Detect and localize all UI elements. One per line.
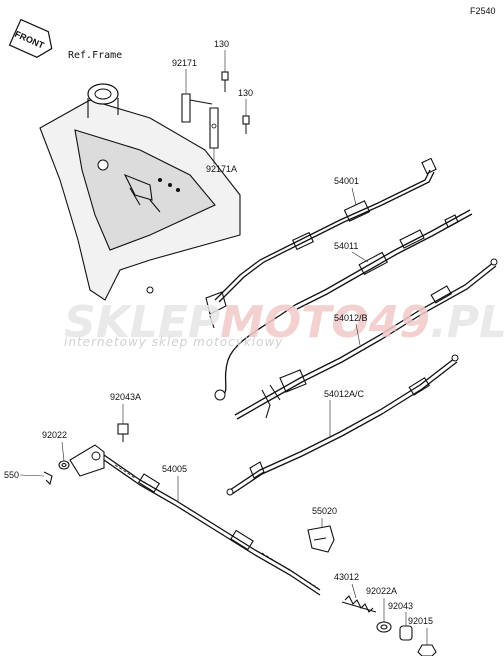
watermark-brand-b: MOTO (220, 297, 369, 348)
label-92015[interactable]: 92015 (408, 616, 433, 626)
label-54012-AC[interactable]: 54012A/C (324, 389, 365, 399)
svg-text:SKLEPMOTO49.PL: SKLEPMOTO49.PL (64, 297, 504, 348)
label-43012[interactable]: 43012 (334, 572, 359, 582)
watermark: SKLEPMOTO49.PL internetowy sklep motocyk… (64, 297, 504, 349)
front-arrow-icon: FRONT (8, 18, 53, 58)
diagram-id: F2540 (470, 6, 496, 16)
cable-54011[interactable] (214, 209, 473, 401)
label-55020[interactable]: 55020 (312, 506, 337, 516)
label-130-top[interactable]: 130 (214, 39, 229, 49)
label-92171A[interactable]: 92171A (206, 164, 237, 174)
cable-54005[interactable] (103, 454, 321, 596)
cotter-pin-550[interactable] (43, 471, 53, 486)
label-92022A[interactable]: 92022A (366, 586, 397, 596)
boot-55020[interactable] (307, 525, 335, 553)
label-130-mid[interactable]: 130 (238, 88, 253, 98)
cable-54012-B[interactable] (234, 258, 498, 420)
pin-92043A[interactable] (117, 423, 129, 442)
watermark-brand-c: 49 (368, 297, 430, 348)
watermark-brand-d: .PL (430, 297, 504, 348)
frame-drawing (39, 83, 241, 301)
bolt-130-mid[interactable] (242, 115, 250, 134)
label-92043A[interactable]: 92043A (110, 392, 141, 402)
cable-54012-AC[interactable] (226, 354, 459, 496)
ref-frame-label: Ref.Frame (68, 50, 122, 61)
label-550[interactable]: 550 (4, 470, 19, 480)
bolt-130-top[interactable] (221, 71, 229, 92)
label-54012-B[interactable]: 54012/B (334, 313, 368, 323)
spring-43012[interactable] (341, 595, 377, 613)
washer-92022A[interactable] (376, 621, 392, 633)
collar-92043[interactable] (399, 625, 413, 641)
label-92043[interactable]: 92043 (388, 601, 413, 611)
washer-92022[interactable] (58, 460, 70, 470)
label-54001[interactable]: 54001 (334, 176, 359, 186)
label-54011[interactable]: 54011 (334, 241, 358, 251)
watermark-subtitle: internetowy sklep motocyklowy (64, 335, 283, 349)
watermark-brand-a: SKLEP (64, 297, 220, 348)
bracket-92171[interactable] (181, 93, 213, 123)
label-54005[interactable]: 54005 (162, 464, 187, 474)
label-92022[interactable]: 92022 (42, 430, 67, 440)
label-92171[interactable]: 92171 (172, 58, 197, 68)
cable-54001[interactable] (205, 157, 437, 329)
bracket-92171A[interactable] (209, 107, 219, 149)
nut-92015[interactable] (417, 644, 437, 656)
lever-bracket[interactable] (69, 444, 105, 477)
